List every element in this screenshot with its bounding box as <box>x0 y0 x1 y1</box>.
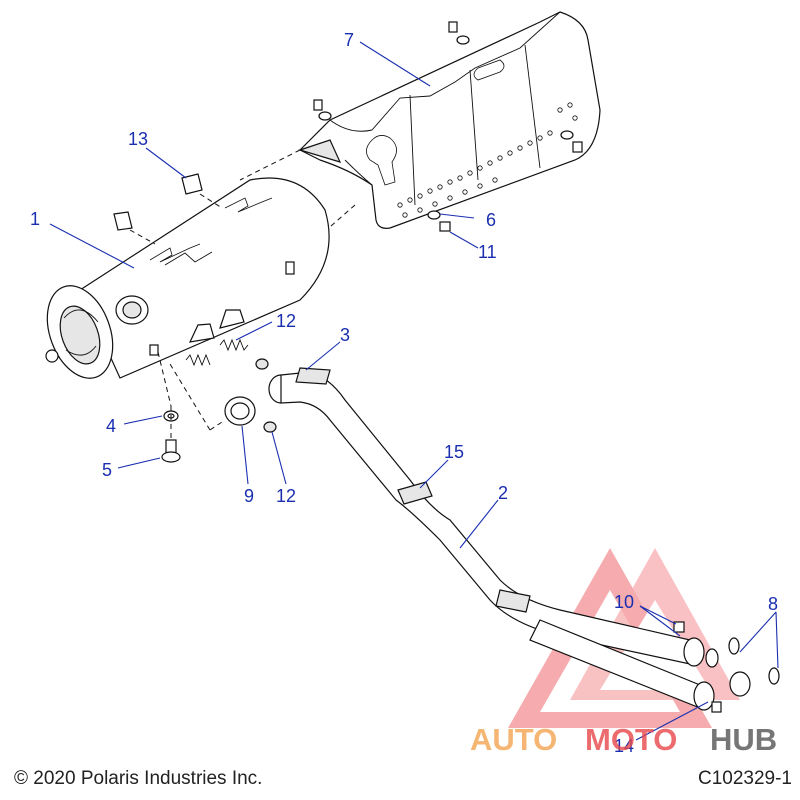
copyright-notice: © 2020 Polaris Industries Inc. <box>14 768 263 789</box>
shield-screw-right <box>560 130 583 153</box>
watermark-text: AUTO MOTO HUB <box>470 722 777 757</box>
head-pipe <box>268 367 780 713</box>
callout-14: 14 <box>614 736 634 756</box>
gasket-9 <box>224 396 256 426</box>
heat-shield <box>298 11 601 229</box>
spring-upper <box>219 338 249 352</box>
callout-3: 3 <box>340 325 350 345</box>
callout-15: 15 <box>444 442 464 462</box>
shield-vent-holes <box>397 102 578 218</box>
callout-9: 9 <box>244 486 254 506</box>
spring-nut-lower <box>263 421 277 433</box>
callout-7: 7 <box>344 30 354 50</box>
grommet-upper <box>181 173 203 195</box>
callout-4: 4 <box>106 416 116 436</box>
callout-8: 8 <box>768 594 778 614</box>
watermark-auto: AUTO <box>470 722 557 757</box>
drawing-number: C102329-1 <box>697 768 792 789</box>
muffler <box>45 177 330 379</box>
callout-1: 1 <box>30 209 40 229</box>
watermark-moto: MOTO <box>585 722 677 757</box>
leader-lines <box>49 41 779 741</box>
grommet-lower <box>113 211 133 231</box>
bolt-5 <box>161 439 181 463</box>
spring-lower <box>185 353 211 367</box>
shield-screw-left <box>313 99 332 121</box>
callout-2: 2 <box>498 483 508 503</box>
shield-screw-11 <box>439 221 451 232</box>
callout-11: 11 <box>478 242 497 262</box>
callout-10: 10 <box>614 592 634 612</box>
watermark-hub: HUB <box>710 722 777 757</box>
callout-12-upper: 12 <box>276 311 296 331</box>
callout-6: 6 <box>486 210 496 230</box>
callout-12-lower: 12 <box>276 486 296 506</box>
shield-washer-6 <box>427 210 441 220</box>
callout-5: 5 <box>102 460 112 480</box>
shield-screw-top <box>448 21 470 45</box>
spring-nut-upper <box>255 358 269 370</box>
callout-13: 13 <box>128 129 148 149</box>
